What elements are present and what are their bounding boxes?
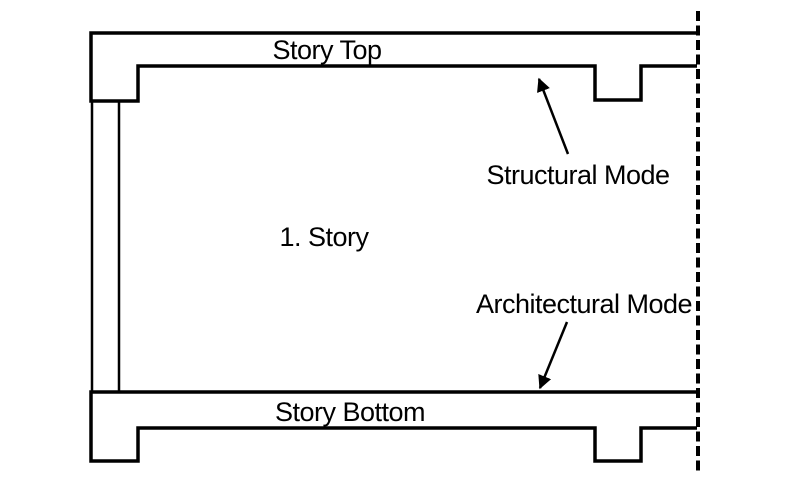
story-name-label: 1. Story (279, 222, 369, 252)
architectural-mode-arrow-icon (538, 321, 569, 390)
structural-mode-label: Structural Mode (486, 160, 669, 190)
linework-group (89, 11, 700, 474)
labels-group: Story Top 1. Story Structural Mode Archi… (272, 35, 692, 427)
story-bottom-label: Story Bottom (275, 397, 425, 427)
architectural-mode-label: Architectural Mode (476, 289, 692, 319)
story-top-label: Story Top (272, 35, 381, 65)
story-bottom-slab-outline (89, 390, 697, 463)
structural-mode-arrow-icon (537, 77, 570, 155)
story-top-slab-outline (89, 31, 697, 103)
